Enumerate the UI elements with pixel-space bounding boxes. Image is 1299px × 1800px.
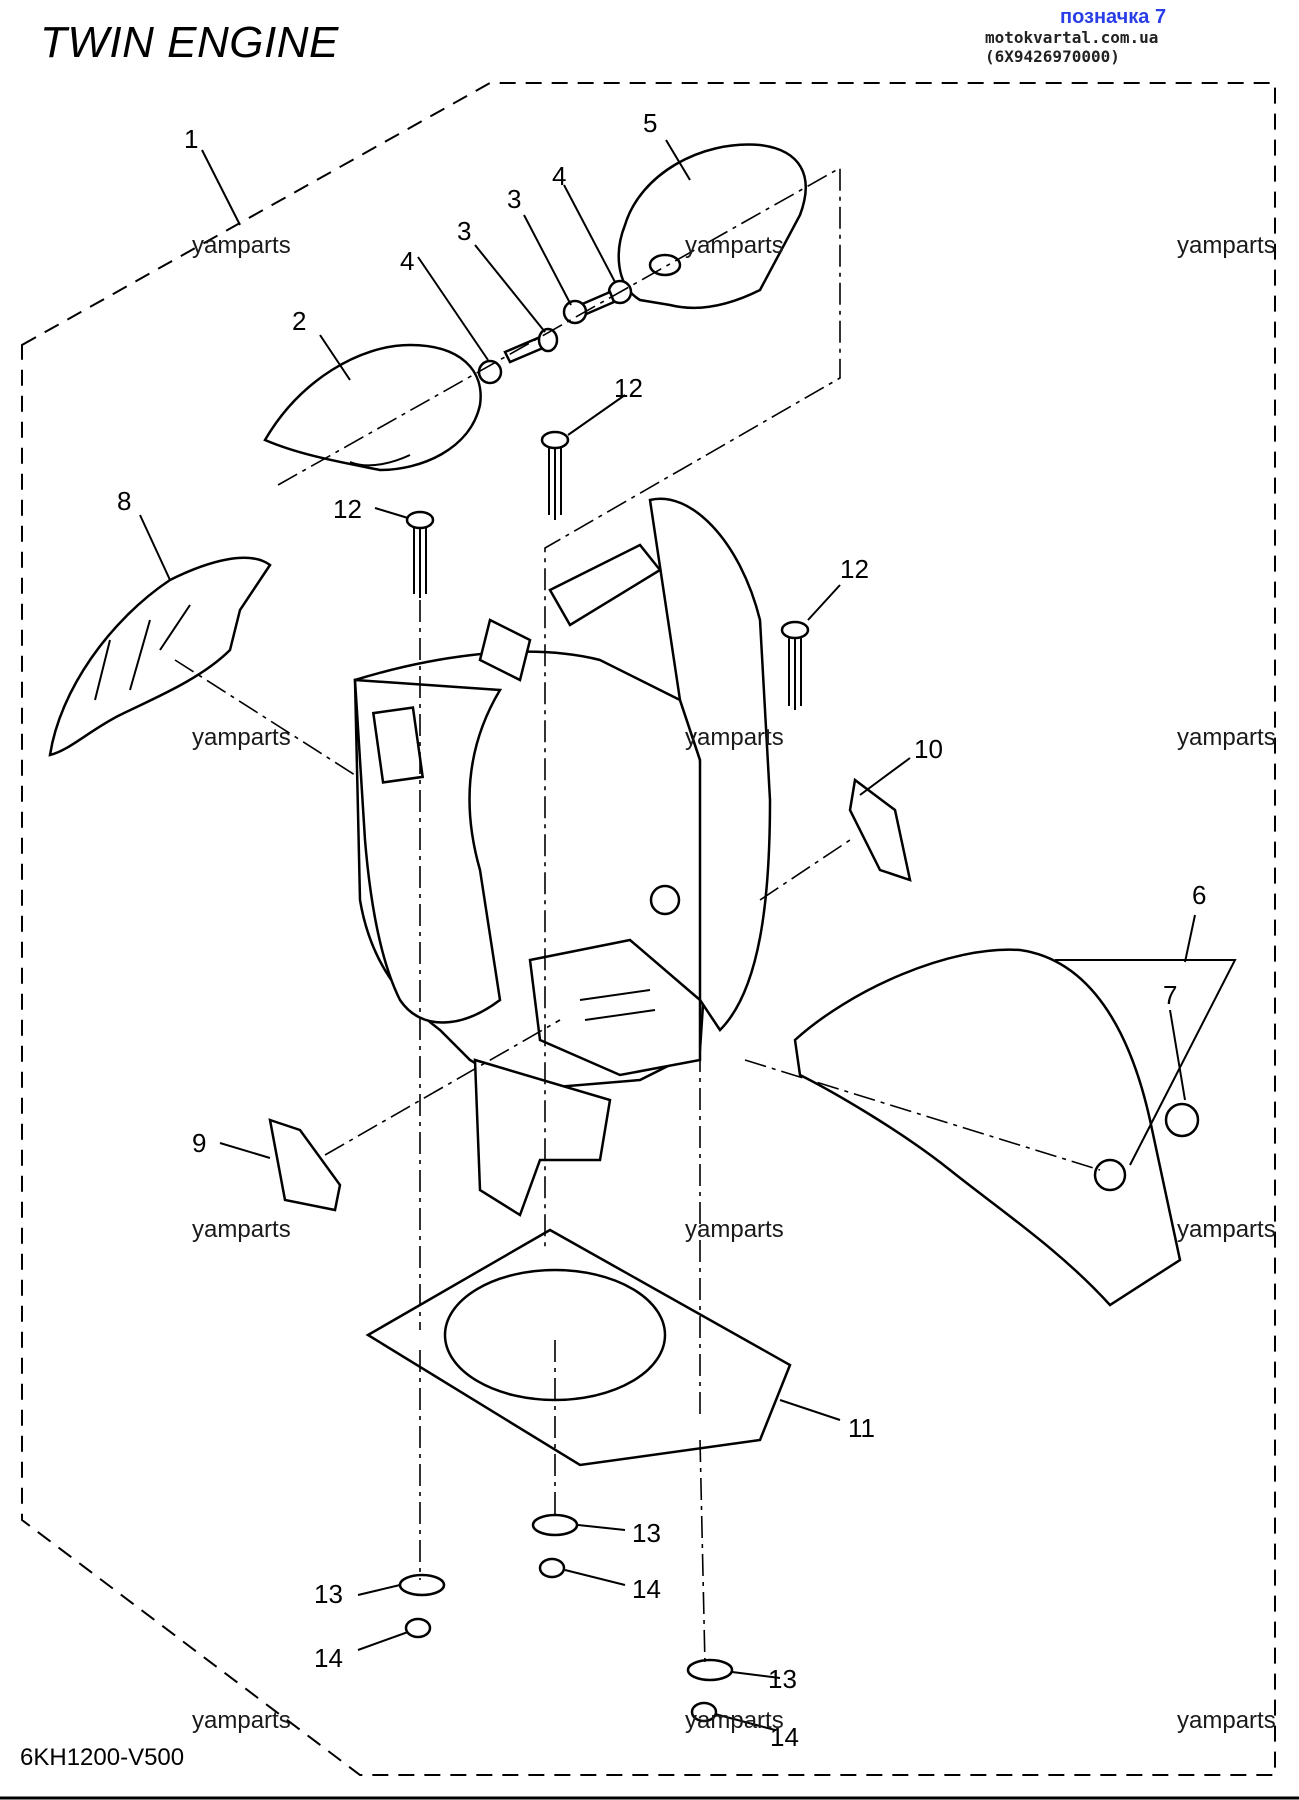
callout-6: 6 [1192, 880, 1206, 910]
watermark: yamparts [192, 1216, 291, 1243]
callout-9: 9 [192, 1128, 206, 1158]
part-9-cap [268, 1118, 342, 1212]
part-3-screw [503, 327, 559, 364]
callout-4: 4 [400, 246, 414, 276]
watermark: yamparts [685, 1707, 784, 1734]
callout-13: 13 [314, 1579, 343, 1609]
part-6-front-cover [793, 948, 1182, 1307]
callout-14: 14 [770, 1722, 799, 1752]
diagram-title: TWIN ENGINE [40, 18, 339, 67]
watermark: yamparts [192, 232, 291, 259]
part-2-cover [263, 343, 482, 472]
callout-13: 13 [768, 1664, 797, 1694]
part-14-nut [404, 1617, 432, 1639]
alignment-lines [174, 166, 1101, 1666]
watermarks: yamparts yamparts yamparts yamparts yamp… [192, 232, 1276, 1734]
callout-1: 1 [184, 124, 198, 154]
part-12-screw [405, 510, 435, 598]
part-12-screw [540, 430, 570, 520]
watermark: yamparts [685, 1216, 784, 1243]
callout-14: 14 [632, 1574, 661, 1604]
callout-4: 4 [552, 161, 566, 191]
watermark: yamparts [1177, 1707, 1276, 1734]
leader-lines [139, 139, 1237, 1731]
callout-5: 5 [643, 108, 657, 138]
callout-13: 13 [632, 1518, 661, 1548]
part-13-washer [531, 1513, 579, 1537]
part-4-washer [477, 359, 503, 385]
callout-14: 14 [314, 1643, 343, 1673]
watermark: yamparts [685, 232, 784, 259]
assembly-boundary [21, 82, 1276, 1776]
callout-10: 10 [914, 734, 943, 764]
watermark: yamparts [685, 724, 784, 751]
part-11-base-plate [365, 1228, 792, 1467]
reference-label: позначка 7 [1060, 6, 1167, 28]
callout-3: 3 [457, 216, 471, 246]
part-13-washer [398, 1573, 446, 1597]
part-5-grip-cap [617, 143, 807, 309]
part-12-screw [780, 620, 810, 710]
watermark: yamparts [1177, 724, 1276, 751]
watermark: yamparts [192, 724, 291, 751]
watermark: yamparts [1177, 232, 1276, 259]
part-14-nut [690, 1701, 718, 1723]
callout-11: 11 [848, 1413, 875, 1443]
part-10-cap [848, 777, 912, 882]
callout-8: 8 [117, 486, 131, 516]
part-7-emblem [1164, 1102, 1200, 1138]
callout-12: 12 [614, 373, 643, 403]
watermark: yamparts [1177, 1216, 1276, 1243]
diagram-code: 6KH1200-V500 [20, 1744, 185, 1771]
part-3-screw [562, 290, 616, 325]
callout-12: 12 [333, 494, 362, 524]
callout-12: 12 [840, 554, 869, 584]
callout-3: 3 [507, 184, 521, 214]
callout-2: 2 [292, 306, 306, 336]
watermark: yamparts [192, 1707, 291, 1734]
part-14-nut [538, 1557, 566, 1579]
reference-site: motokvartal.com.ua (6X9426970000) [985, 28, 1159, 66]
part-13-washer [686, 1658, 734, 1682]
part-8-side-cover [48, 556, 272, 757]
remote-control-body [353, 497, 772, 1217]
callout-7: 7 [1163, 980, 1177, 1010]
